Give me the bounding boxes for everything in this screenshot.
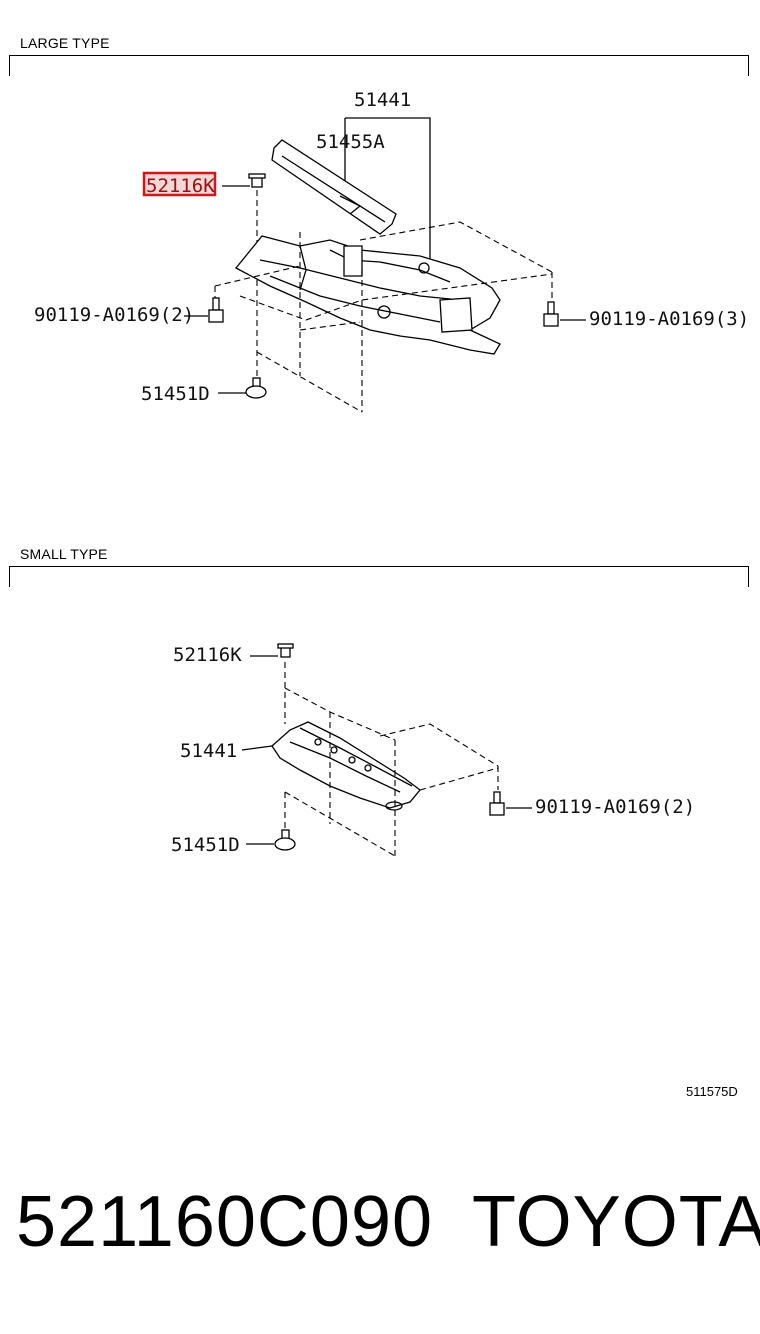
rail-part	[271, 139, 397, 235]
bolt-right-large	[543, 301, 559, 327]
highlight-box	[142, 171, 217, 197]
illustration-reference: 511575D	[686, 1084, 738, 1099]
label-51441-large: 51441	[354, 89, 411, 111]
nut-small	[274, 829, 296, 851]
assembly-part-small	[271, 721, 421, 811]
bolt-right-small	[489, 791, 505, 816]
clip-part-large	[248, 173, 266, 188]
large-type-title: LARGE TYPE	[20, 35, 110, 51]
label-52116k-small: 52116K	[173, 644, 242, 666]
label-bolt-right-large: 90119-A0169(3)	[589, 308, 749, 330]
clip-part-small	[277, 643, 294, 658]
label-bolt-right-small: 90119-A0169(2)	[535, 796, 695, 818]
small-type-title: SMALL TYPE	[20, 546, 108, 562]
label-51441-small: 51441	[180, 740, 237, 762]
footer-brand: TOYOTA	[472, 1182, 760, 1262]
assembly-part-large	[234, 235, 501, 355]
bolt-left-large	[208, 297, 224, 323]
label-bolt-left-large: 90119-A0169(2)	[34, 304, 194, 326]
small-type-drawing: 52116K 51441 90119-A0169(2)	[171, 643, 695, 857]
footer-part-number: 521160C090	[16, 1182, 434, 1262]
large-type-drawing: 51441 51455A 52116K	[34, 89, 749, 413]
label-51451d-large: 51451D	[141, 383, 210, 405]
label-52116k-highlight: 52116K	[146, 175, 215, 197]
large-type-frame	[9, 55, 749, 76]
label-51455a: 51455A	[316, 131, 385, 153]
small-type-frame	[9, 566, 749, 587]
label-51451d-small: 51451D	[171, 834, 240, 856]
parts-diagram: 51441 51455A 52116K	[34, 89, 749, 857]
nut-large	[245, 377, 267, 399]
